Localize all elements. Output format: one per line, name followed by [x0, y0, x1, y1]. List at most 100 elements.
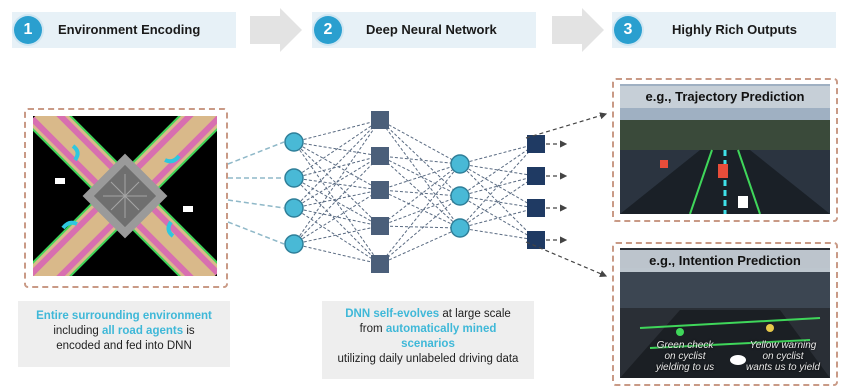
output-node [527, 167, 545, 185]
trajectory-image: e.g., Trajectory Prediction [620, 84, 830, 214]
nn-connection [293, 155, 381, 179]
nn-connection [293, 119, 381, 209]
nn-connection [379, 195, 461, 265]
nn-connection [379, 155, 461, 197]
env-caption-highlight: all road agents [101, 325, 184, 337]
nn-connection [379, 189, 461, 229]
nn-connection [379, 189, 461, 197]
dnn-caption-text: from [359, 323, 386, 335]
nn-connection [293, 141, 381, 157]
output-connector-arrows [525, 112, 608, 277]
env-caption-text: is [183, 325, 195, 337]
nn-connection [293, 243, 381, 265]
nn-connection [379, 119, 461, 197]
input-node [284, 234, 304, 254]
dnn-caption-highlight: automatically mined [385, 323, 497, 335]
overlay-left-line-1: Green check [656, 340, 714, 351]
intention-label-bg [620, 250, 830, 272]
nn-connection [293, 177, 381, 191]
nn-connection [293, 141, 381, 265]
overlay-right-line-2: on cyclist [762, 351, 804, 362]
hidden-circle-node [450, 154, 470, 174]
intersection-map [33, 116, 217, 276]
step-title-3: Highly Rich Outputs [672, 22, 797, 37]
nn-connection [459, 227, 537, 241]
trajectory-label-bg [620, 86, 830, 108]
nn-connection [459, 163, 537, 241]
env-caption-line-1: Entire surrounding environment [36, 310, 212, 322]
step-title-2: Deep Neural Network [366, 22, 497, 37]
nn-connection [459, 143, 537, 229]
step-title-1: Environment Encoding [58, 22, 201, 37]
hidden-node [371, 255, 389, 273]
output-node [527, 231, 545, 249]
nn-connection [293, 207, 381, 265]
input-node [284, 168, 304, 188]
intention-label: e.g., Intention Prediction [649, 253, 801, 268]
step-number-2: 2 [314, 16, 342, 44]
step-number-1: 1 [14, 16, 42, 44]
step-bar-3 [612, 12, 836, 48]
env-caption-line-2: including all road agents is [18, 324, 230, 339]
hidden-circle-node [450, 218, 470, 238]
nn-connection [379, 225, 461, 229]
dnn-caption: DNN self-evolves at large scale from aut… [322, 301, 534, 379]
hidden-node [371, 181, 389, 199]
nn-connection [293, 177, 381, 227]
nn-connection [379, 119, 461, 165]
overlay-yellow-warning: Yellow warning on cyclist wants us to yi… [738, 340, 828, 373]
dnn-caption-line-3: scenarios [401, 338, 455, 350]
nn-connection [293, 119, 381, 143]
output-node [527, 135, 545, 153]
chevron-right-icon [552, 8, 604, 52]
env-caption-text: including [53, 325, 102, 337]
nn-connection [459, 207, 537, 229]
nn-connection [379, 163, 461, 265]
step-number-3: 3 [614, 16, 642, 44]
nn-connection [379, 163, 461, 227]
nn-connection [379, 195, 461, 227]
hidden-circle-node [450, 186, 470, 206]
dnn-caption-line-1: DNN self-evolves at large scale [322, 307, 534, 322]
neural-network-diagram [227, 111, 568, 273]
nn-connection [293, 177, 381, 265]
chevron-right-icon [250, 8, 302, 52]
step-bar-2 [312, 12, 536, 48]
dnn-caption-line-4: utilizing daily unlabeled driving data [337, 353, 519, 365]
nn-connection [293, 189, 381, 245]
overlay-left-line-3: yielding to us [655, 362, 715, 373]
step-bar-1 [12, 12, 236, 48]
overlay-right-line-1: Yellow warning [749, 340, 817, 351]
nn-connection [293, 189, 381, 209]
overlay-right-line-3: wants us to yield [746, 362, 820, 373]
hidden-node [371, 111, 389, 129]
dnn-caption-text: at large scale [439, 308, 511, 320]
input-node [284, 198, 304, 218]
nn-connection [379, 227, 461, 265]
intention-frame [612, 242, 838, 386]
environment-frame [24, 108, 228, 288]
nn-connection [459, 175, 537, 197]
nn-connection [379, 163, 461, 191]
nn-connection [293, 155, 381, 245]
nn-connection [293, 225, 381, 245]
dnn-caption-highlight: DNN self-evolves [345, 308, 440, 320]
nn-connection [459, 175, 537, 229]
nn-connection [459, 143, 537, 165]
nn-connection [293, 119, 381, 179]
nn-connection [459, 195, 537, 209]
env-caption-line-3: encoded and fed into DNN [56, 340, 192, 352]
nn-connection [293, 141, 381, 191]
nn-connection [379, 155, 461, 229]
overlay-left-line-2: on cyclist [664, 351, 706, 362]
nn-connection [459, 143, 537, 197]
hidden-node [371, 217, 389, 235]
overlay-green-check: Green check on cyclist yielding to us [640, 340, 730, 373]
trajectory-frame [612, 78, 838, 222]
environment-caption: Entire surrounding environment including… [18, 301, 230, 367]
hidden-node [371, 147, 389, 165]
nn-connection [459, 163, 537, 177]
nn-connection [379, 155, 461, 165]
input-node [284, 132, 304, 152]
nn-connection [293, 119, 381, 245]
